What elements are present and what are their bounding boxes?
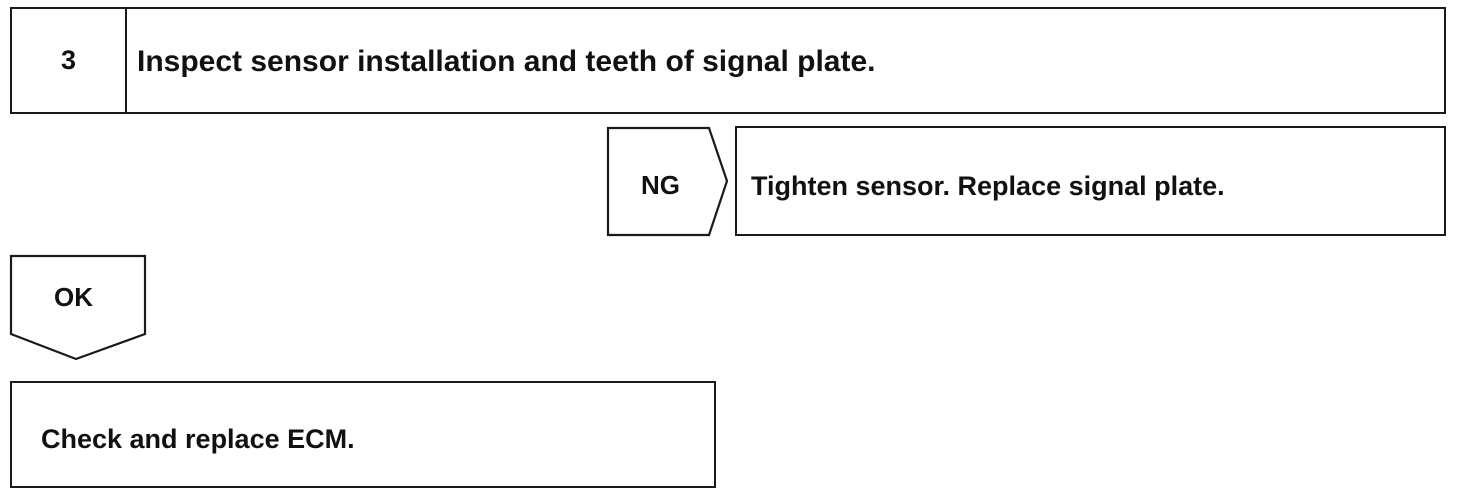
step-number-cell: 3 bbox=[12, 9, 127, 112]
ng-arrow-tag bbox=[606, 126, 729, 237]
ng-label: NG bbox=[641, 170, 680, 200]
ng-action-box: Tighten sensor. Replace signal plate. bbox=[735, 126, 1446, 236]
ng-action-text: Tighten sensor. Replace signal plate. bbox=[751, 171, 1225, 201]
final-action-text: Check and replace ECM. bbox=[41, 424, 355, 454]
step-box: 3 Inspect sensor installation and teeth … bbox=[10, 7, 1446, 114]
final-action-box: Check and replace ECM. bbox=[10, 381, 716, 488]
ok-label: OK bbox=[54, 282, 93, 312]
step-title: Inspect sensor installation and teeth of… bbox=[137, 45, 876, 78]
ok-arrow-tag bbox=[9, 254, 147, 361]
step-number: 3 bbox=[60, 45, 77, 75]
